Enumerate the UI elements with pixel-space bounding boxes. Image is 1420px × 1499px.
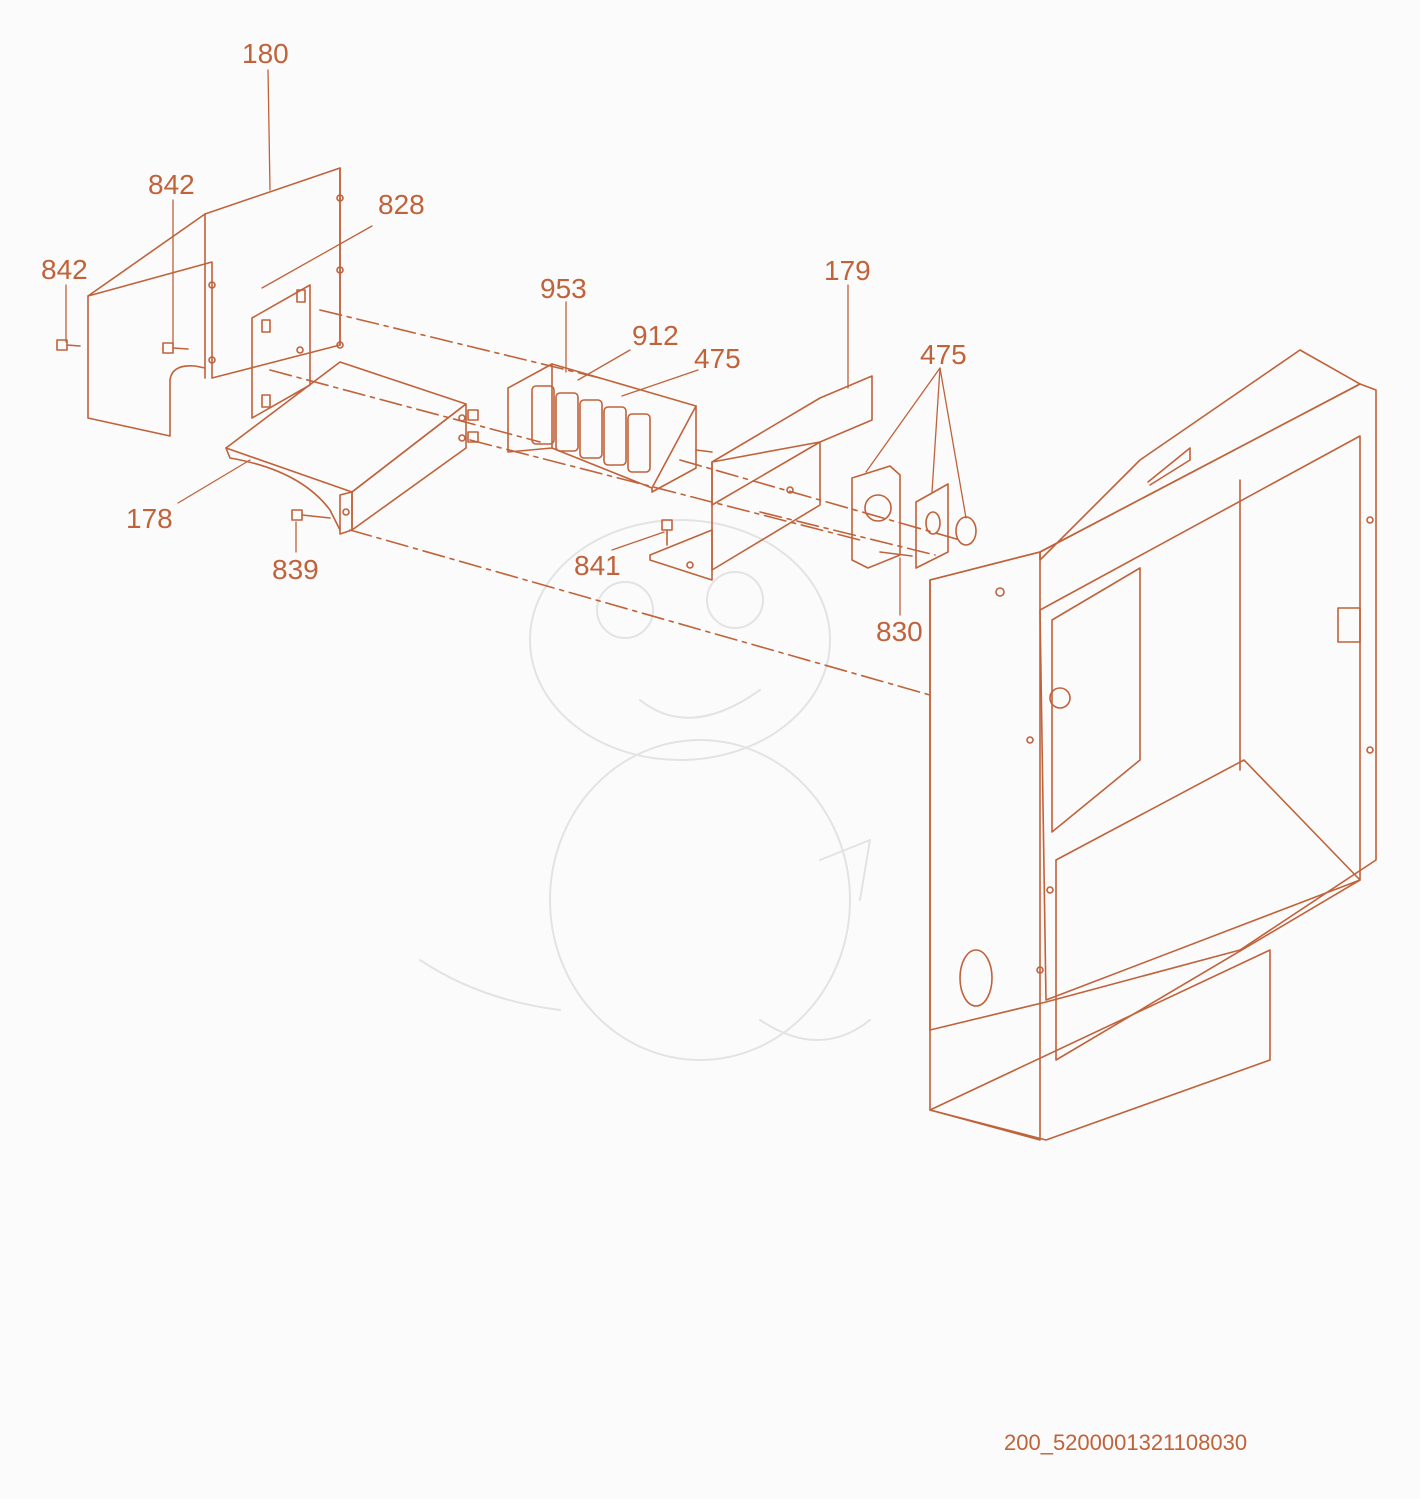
part-839-screw [291,509,331,521]
label-842-upper: 842 [148,169,195,200]
part-842-screws [56,339,189,354]
label-178: 178 [126,503,173,534]
assembly-guide-lines [269,309,961,696]
part-178-tray [225,361,479,535]
background-dragon-sketch [419,519,871,1061]
part-841-screw [661,519,673,546]
part-mount-plate [251,284,311,419]
label-839: 839 [272,554,319,585]
label-180: 180 [242,38,289,69]
label-830: 830 [876,616,923,647]
part-179-bracket [649,375,873,581]
label-842-left: 842 [41,254,88,285]
leader-lines [65,69,967,616]
label-179: 179 [824,255,871,286]
part-953-fan-wheel [507,363,713,493]
label-953: 953 [540,273,587,304]
part-housing [929,349,1377,1141]
label-475-motor: 475 [920,339,967,370]
label-828: 828 [378,189,425,220]
label-475-fan: 475 [694,343,741,374]
part-475-motor [851,465,977,569]
label-841: 841 [574,550,621,581]
label-912: 912 [632,320,679,351]
drawing-code: 200_5200001321108030 [1004,1430,1248,1455]
